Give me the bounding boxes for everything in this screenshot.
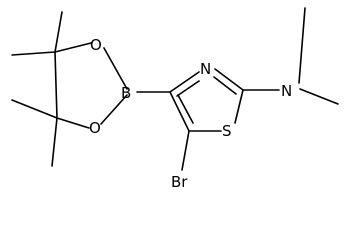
bromine-label: Br [171,173,188,191]
bond-c2-s1 [234,89,244,124]
bond-c5-br [181,130,190,171]
bond-b-o-top [103,47,128,90]
bond-namine-methyl-up [298,7,306,84]
bond-namine-methyl-right [299,88,339,105]
sulfur-label: S [222,122,232,140]
bond-o-top-c [54,42,92,53]
nitrogen-amine-label: N [281,82,292,100]
oxygen-top-label: O [90,36,102,54]
molecule-diagram: B O O N N S Br [11,7,339,191]
bond-n3-c2 [214,68,244,91]
bond-c4-n3 [169,71,200,93]
boron-label: B [121,84,131,102]
bond-methyl-4 [51,117,58,167]
bond-methyl-1 [54,11,63,53]
bond-o-bottom-c [56,117,90,129]
bond-c-c-pinacol [54,51,58,119]
bond-methyl-3 [11,99,58,119]
structure-svg: B O O N N S Br [11,7,339,191]
oxygen-bottom-label: O [89,119,101,137]
nitrogen-ring-label: N [200,60,211,78]
bond-methyl-2 [11,51,56,56]
bond-c4-n3-inner [176,80,200,97]
bond-c5-c4 [169,91,190,132]
bond-c5-c4-inner [177,94,194,124]
bond-c2-n3-double [213,76,237,95]
bond-b-o-bottom [100,94,128,125]
